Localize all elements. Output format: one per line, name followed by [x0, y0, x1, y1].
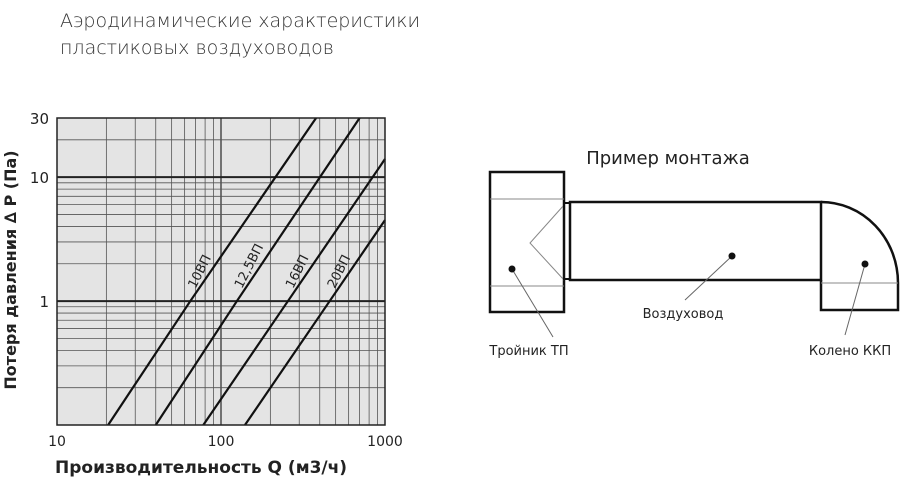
elbow-fitting [819, 200, 900, 312]
series-line-1 [154, 117, 361, 426]
title-line-1: Аэродинамические характеристики [60, 10, 421, 32]
duct-label: Воздуховод [643, 307, 724, 322]
duct [568, 200, 823, 282]
tee-fitting [488, 170, 571, 314]
page-title: Аэродинамические характеристики пластико… [60, 8, 420, 62]
y-tick-label: 30 [30, 110, 49, 128]
tee-label: Тройник ТП [488, 344, 568, 359]
duct-marker-dot [728, 252, 736, 260]
title-line-2: пластиковых воздуховодов [60, 37, 334, 59]
x-tick-label: 100 [208, 434, 235, 450]
tee-marker-dot [508, 265, 516, 273]
x-tick-label: 10 [48, 434, 66, 450]
diagram-title: Пример монтажа [586, 148, 750, 169]
y-tick-label: 10 [30, 169, 49, 187]
y-axis-label: Потеря давления ∆ P (Па) [1, 150, 20, 389]
elbow-label: Колено ККП [809, 344, 891, 359]
series-line-3 [244, 219, 386, 426]
series-line-2 [202, 158, 386, 426]
x-axis-label: Производительность Q (м3/ч) [55, 458, 347, 478]
x-tick-label: 1000 [367, 434, 403, 450]
plot-frame [56, 117, 386, 426]
elbow-marker-dot [861, 260, 869, 268]
series-line-0 [107, 117, 317, 426]
leader-lines [511, 255, 866, 338]
y-tick-label: 1 [39, 293, 49, 311]
